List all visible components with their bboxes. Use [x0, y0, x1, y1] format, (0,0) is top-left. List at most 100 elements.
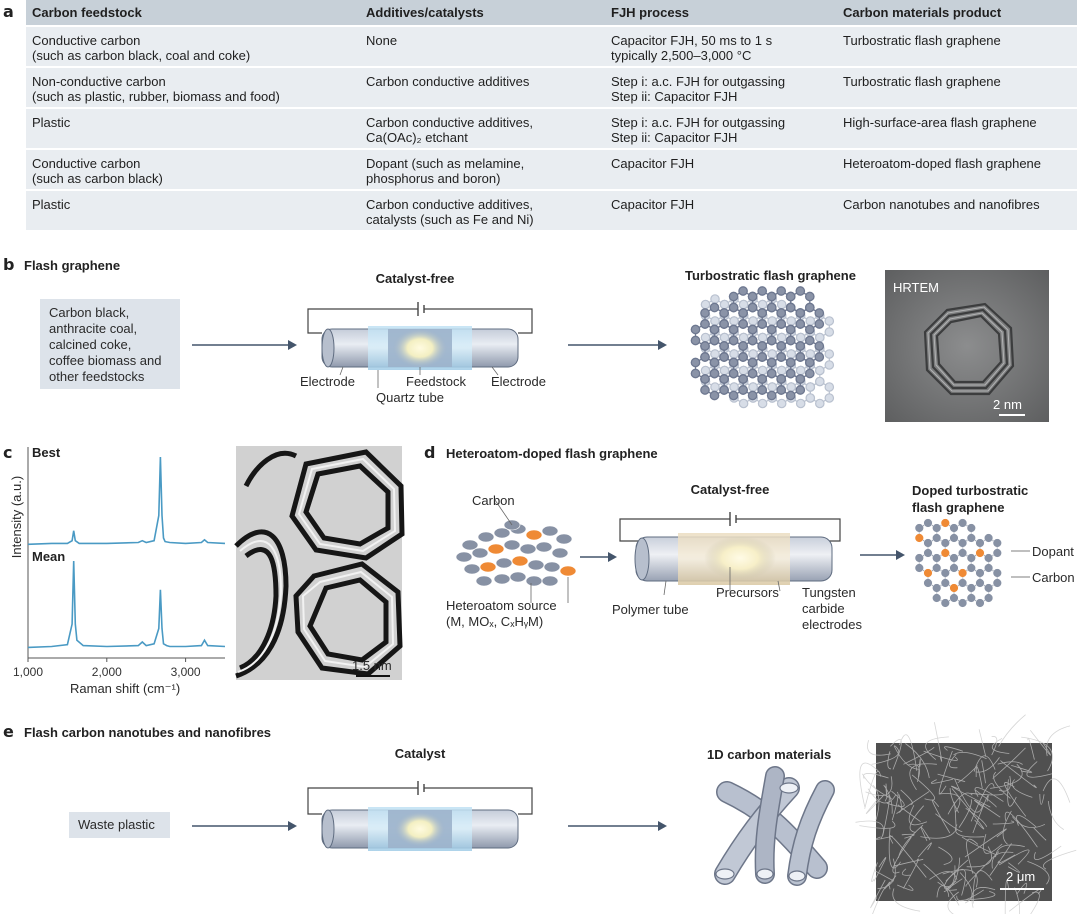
table-row: Conductive carbon(such as carbon black) D…	[26, 148, 1077, 190]
panel-b-condition: Catalyst-free	[375, 271, 455, 286]
carbon-atom	[932, 523, 942, 533]
table-cell-feedstock: Conductive carbon(such as carbon black)	[26, 148, 360, 190]
cell-line: typically 2,500–3,000 °C	[611, 48, 752, 63]
panel-a-label: a	[3, 2, 14, 21]
feedstock-line: other feedstocks	[49, 369, 145, 384]
cell-line: Conductive carbon	[32, 33, 141, 48]
carbon-particle	[555, 533, 573, 545]
carbon-particle	[463, 563, 481, 575]
cell-line: phosphorus and boron)	[366, 171, 501, 186]
carbon-atom	[975, 568, 985, 578]
carbon-atom	[940, 568, 950, 578]
hrtem-scale-label: 2 nm	[993, 397, 1022, 412]
raman-x-tick-label: 2,000	[92, 665, 122, 679]
table-cell-product: Carbon nanotubes and nanofibres	[837, 189, 1077, 230]
carbon-particle	[493, 527, 511, 539]
carbon-atom	[966, 593, 976, 603]
carbon-atom	[966, 563, 976, 573]
label-heteroatom-formula: (M, MOₓ, CₓHᵧM)	[446, 614, 544, 629]
carbon-atom	[923, 518, 933, 528]
carbon-particle	[541, 525, 559, 537]
carbon-atom	[932, 553, 942, 563]
carbon-atom	[932, 593, 942, 603]
sem-c-scale-label: 1.5 nm	[352, 658, 392, 673]
panel-d-title: Heteroatom-doped flash graphene	[446, 446, 658, 461]
label-dopant: Dopant	[1032, 544, 1074, 559]
carbon-atom	[975, 578, 985, 588]
label-electrode-left: Electrode	[300, 374, 355, 389]
panel-e-feedstock-box: Waste plastic	[69, 812, 170, 838]
table-cell-feedstock: Conductive carbon(such as carbon black, …	[26, 25, 360, 67]
turbostratic-graphene-illustration	[690, 286, 835, 409]
capacitor-icon	[417, 302, 425, 316]
table-cell-feedstock: Non-conductive carbon(such as plastic, r…	[26, 66, 360, 108]
header-additives: Additives/catalysts	[360, 0, 605, 26]
sem-c-scale-bar	[356, 675, 390, 677]
arrow-right-icon	[568, 340, 667, 350]
carbon-atom	[957, 518, 968, 528]
tungsten-line: electrodes	[802, 617, 862, 632]
carbon-particle	[541, 575, 559, 587]
table-cell-product: Heteroatom-doped flash graphene	[837, 148, 1077, 190]
panel-d-diagram	[455, 499, 1030, 608]
label-heteroatom-source: Heteroatom source	[446, 598, 557, 613]
carbon-atom	[983, 593, 994, 603]
panel-e-title: Flash carbon nanotubes and nanofibres	[24, 725, 272, 740]
carbon-atom	[949, 593, 959, 603]
carbon-particle	[493, 573, 511, 585]
panel-b-reactor-diagram	[192, 302, 667, 388]
cell-line: Step i: a.c. FJH for outgassing	[611, 115, 786, 130]
carbon-atom	[949, 533, 959, 543]
dopant-particle	[525, 529, 543, 541]
carbon-atom	[940, 578, 950, 588]
carbon-atom	[975, 538, 985, 548]
feedstock-line: anthracite coal,	[49, 321, 138, 336]
cell-line: Capacitor FJH, 50 ms to 1 s	[611, 33, 773, 48]
carbon-atom	[983, 553, 994, 563]
carbon-atom	[957, 548, 968, 558]
carbon-particle	[461, 539, 479, 551]
table-cell-product: High-surface-area flash graphene	[837, 107, 1077, 149]
raman-series-label: Best	[32, 445, 61, 460]
carbon-atom	[949, 523, 959, 533]
carbon-atom	[914, 553, 924, 563]
carbon-particle	[495, 557, 513, 569]
cell-line: Carbon conductive additives	[366, 74, 530, 89]
table-row: Non-conductive carbon(such as plastic, r…	[26, 66, 1077, 108]
feedstock-table: Carbon feedstock Additives/catalysts FJH…	[26, 0, 1077, 230]
carbon-particle	[551, 547, 569, 559]
carbon-atom	[992, 548, 1002, 558]
carbon-atom	[940, 538, 950, 548]
raman-series-mean	[27, 560, 226, 649]
sem-e-scale-label: 2 μm	[1006, 869, 1036, 884]
carbon-atom	[957, 598, 968, 608]
table-cell-feedstock: Plastic	[26, 107, 360, 149]
label-tungsten: Tungsten carbide electrodes	[802, 585, 862, 633]
cell-line: (such as carbon black)	[32, 171, 163, 186]
carbon-atom	[983, 563, 994, 573]
carbon-atom	[932, 583, 942, 593]
carbon-particle	[509, 571, 527, 583]
label-carbon: Carbon	[472, 493, 515, 508]
panel-b-label: b	[3, 255, 15, 274]
cell-line: Dopant (such as melamine,	[366, 156, 525, 171]
dopant-atom	[914, 533, 924, 543]
header-product: Carbon materials product	[837, 0, 1077, 26]
cell-line: Non-conductive carbon	[32, 74, 166, 89]
carbon-nanotubes-illustration	[714, 766, 835, 886]
carbon-particle	[475, 575, 493, 587]
product-line: Doped turbostratic	[912, 483, 1029, 498]
panel-d-product-title: Doped turbostratic flash graphene	[912, 482, 1028, 516]
carbon-atom	[949, 553, 959, 563]
carbon-atom	[932, 533, 942, 543]
table-cell-additives: Carbon conductive additives,catalysts (s…	[360, 189, 605, 230]
cell-line: Ca(OAc)₂ etchant	[366, 130, 468, 145]
cell-line: Plastic	[32, 115, 71, 130]
panel-e-condition: Catalyst	[394, 746, 446, 761]
panel-d-label: d	[424, 443, 436, 462]
cell-line: High-surface-area flash graphene	[843, 115, 1037, 130]
carbon-atom	[923, 538, 933, 548]
dopant-atom	[940, 548, 950, 558]
